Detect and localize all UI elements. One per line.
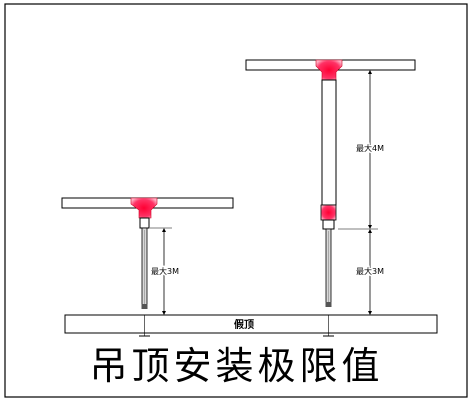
- left-dim-label: 最大3M: [151, 266, 179, 276]
- outer-border: [4, 3, 468, 398]
- left-mount-assembly: [61, 197, 234, 315]
- right-coupling: [320, 204, 337, 221]
- left-t-connector: [130, 197, 158, 219]
- left-rod-end: [141, 304, 148, 309]
- diagram-caption: 吊顶安装极限值: [89, 344, 384, 388]
- right-mount-assembly: [245, 59, 416, 315]
- ceiling-label: 假顶: [234, 318, 254, 331]
- right-socket: [322, 219, 335, 230]
- right-upper-dim-label: 最大4M: [356, 143, 384, 153]
- left-socket: [139, 217, 150, 229]
- right-upper-tube: [321, 79, 337, 206]
- right-lower-dim-label: 最大3M: [356, 266, 384, 276]
- right-rod-end: [325, 302, 332, 307]
- false-ceiling-board: [64, 314, 438, 334]
